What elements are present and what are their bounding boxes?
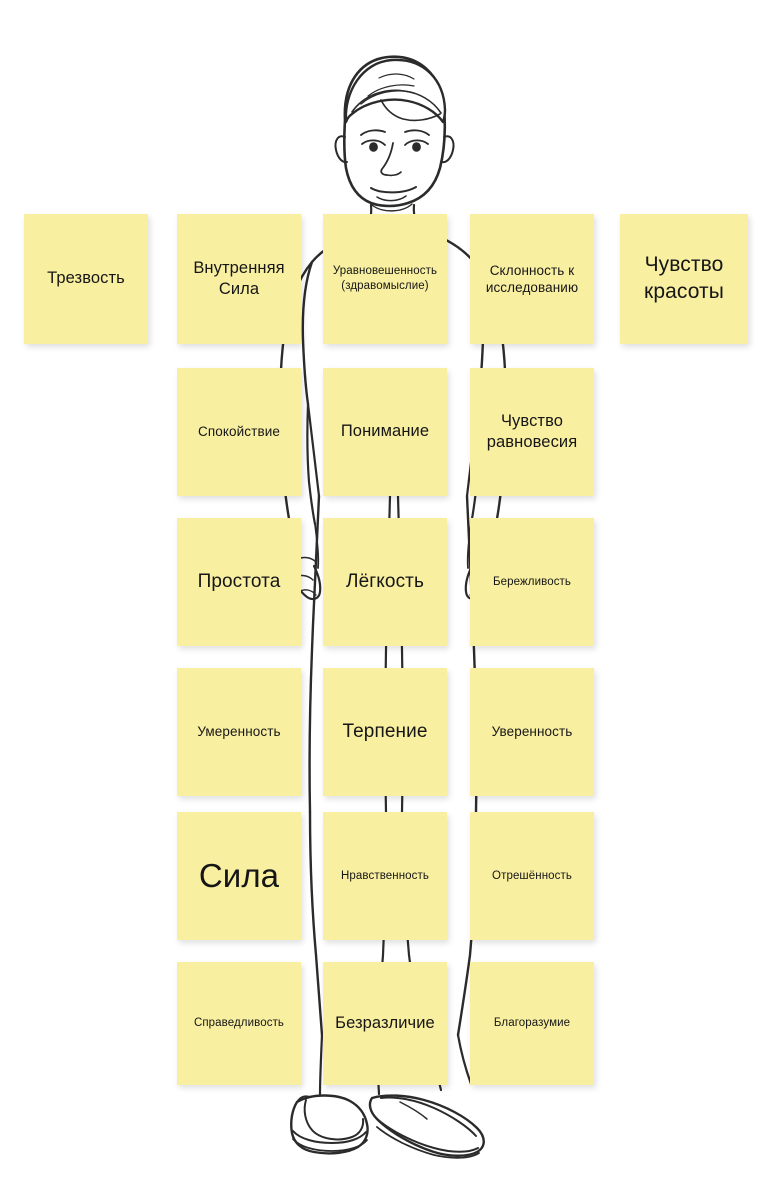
sticky-note-spokoystvie[interactable]: Спокойствие — [177, 368, 301, 496]
sticky-note-label: Сила — [198, 856, 280, 894]
sticky-note-label: Спокойствие — [198, 424, 280, 440]
sticky-note-sila[interactable]: Сила — [177, 812, 301, 940]
sticky-note-label: Уравновешенность(здравомыслие) — [332, 265, 438, 292]
sticky-note-prostota[interactable]: Простота — [177, 518, 301, 646]
sticky-note-label: Безразличие — [335, 1013, 435, 1032]
sticky-note-label: Справедливость — [193, 1017, 285, 1030]
sticky-note-label: Нравственность — [341, 869, 429, 882]
sticky-note-label: Понимание — [340, 422, 430, 441]
sticky-note-bezrazlichie[interactable]: Безразличие — [323, 962, 447, 1085]
sticky-note-trezvost[interactable]: Трезвость — [24, 214, 148, 344]
sticky-note-spravedlivost[interactable]: Справедливость — [177, 962, 301, 1085]
sticky-note-otreshennost[interactable]: Отрешённость — [470, 812, 594, 940]
sticky-note-label: Уверенность — [491, 724, 573, 740]
sticky-note-label: Умеренность — [197, 724, 281, 740]
sticky-note-label: Отрешённость — [492, 869, 572, 882]
sticky-note-blagorazumie[interactable]: Благоразумие — [470, 962, 594, 1085]
sticky-note-ponimanie[interactable]: Понимание — [323, 368, 447, 496]
sticky-note-legkost[interactable]: Лёгкость — [323, 518, 447, 646]
sticky-note-label: Трезвость — [47, 269, 125, 288]
sticky-note-label: Бережливость — [492, 575, 572, 588]
sticky-note-label: Лёгкость — [346, 570, 424, 592]
sticky-note-berezhlivost[interactable]: Бережливость — [470, 518, 594, 646]
sticky-note-label: Благоразумие — [493, 1017, 571, 1030]
sticky-note-label: Простота — [197, 570, 281, 592]
sticky-note-uverennost[interactable]: Уверенность — [470, 668, 594, 796]
sticky-note-uravnoveshen[interactable]: Уравновешенность(здравомыслие) — [323, 214, 447, 344]
sticky-note-terpenie[interactable]: Терпение — [323, 668, 447, 796]
sticky-note-label: Терпение — [342, 720, 428, 742]
sticky-note-umerennost[interactable]: Умеренность — [177, 668, 301, 796]
sticky-note-nravstvennost[interactable]: Нравственность — [323, 812, 447, 940]
